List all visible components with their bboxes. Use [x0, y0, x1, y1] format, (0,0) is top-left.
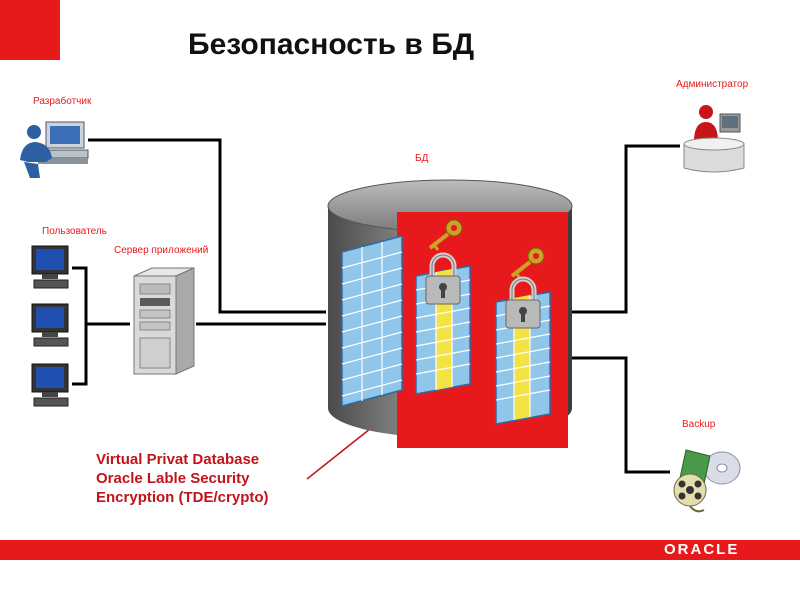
- footer-bar: [0, 540, 800, 560]
- db-label: БД: [415, 153, 429, 164]
- key-icon: [428, 219, 463, 251]
- backup-icon: [673, 449, 741, 513]
- feature-item: Virtual Privat Database: [96, 451, 260, 468]
- app-server-icon: [133, 267, 195, 375]
- padlock-icon: [425, 252, 461, 305]
- page-title: Безопасность в БД: [188, 28, 475, 61]
- security-features-list: Virtual Privat Database Oracle Lable Sec…: [96, 450, 269, 507]
- key-icon: [510, 247, 545, 279]
- oracle-logo: ORACLE: [664, 541, 740, 558]
- feature-item: Oracle Lable Security: [96, 470, 250, 487]
- corner-accent: [0, 0, 60, 60]
- user-computer-icon: [31, 303, 69, 347]
- administrator-icon: [683, 105, 745, 173]
- feature-item: Encryption (TDE/crypto): [96, 489, 269, 506]
- padlock-icon: [505, 276, 541, 329]
- developer-label: Разработчик: [33, 96, 92, 107]
- user-computer-icon: [31, 245, 69, 289]
- developer-workstation-icon: [20, 121, 89, 178]
- admin-label: Администратор: [676, 79, 749, 90]
- user-computer-icon: [31, 363, 69, 407]
- backup-label: Backup: [682, 419, 716, 430]
- db-table-icon: [341, 236, 403, 407]
- user-label: Пользователь: [42, 226, 107, 237]
- app-server-label: Сервер приложений: [114, 245, 209, 256]
